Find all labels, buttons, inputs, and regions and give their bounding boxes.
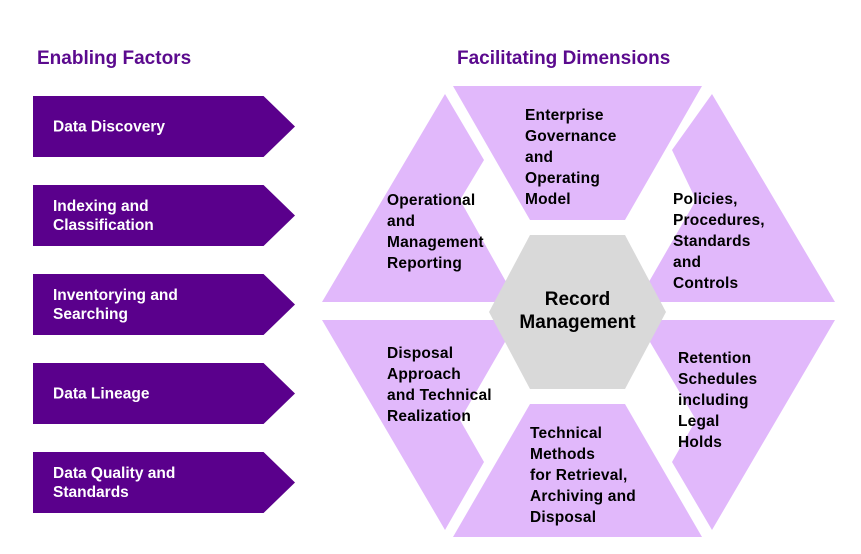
segment-upper-left: [322, 94, 520, 302]
segment-lower-left-label: Disposal Approach and Technical Realizat…: [387, 345, 492, 425]
segment-bottom: [453, 404, 702, 537]
segment-upper-right: [635, 94, 835, 302]
enabling-factor-arrow-quality: Data Quality and Standards: [33, 452, 295, 513]
segment-lower-left: [322, 320, 520, 530]
enabling-factor-label: Inventorying and Searching: [53, 286, 178, 323]
facilitating-dimensions-heading: Facilitating Dimensions: [457, 48, 671, 69]
segment-lower-right-label: Retention Schedules including Legal Hold…: [678, 350, 758, 451]
enabling-factors-heading: Enabling Factors: [37, 48, 192, 69]
segment-upper-right-label: Policies, Procedures, Standards and Cont…: [673, 191, 765, 292]
enabling-factor-arrow-lineage: Data Lineage: [33, 363, 295, 424]
center-hexagon: [489, 235, 666, 389]
enabling-factor-label: Data Discovery: [53, 118, 166, 135]
enabling-factor-arrow-inventorying: Inventorying and Searching: [33, 274, 295, 335]
enabling-factor-label: Data Quality and Standards: [53, 464, 176, 501]
segment-top: [453, 86, 702, 220]
enabling-factor-arrow-indexing: Indexing and Classification: [33, 185, 295, 246]
enabling-factor-label: Data Lineage: [53, 385, 150, 402]
segment-bottom-label: Technical Methods for Retrieval, Archivi…: [530, 425, 636, 526]
segment-lower-right: [635, 320, 835, 530]
segment-top-label: Enterprise Governance and Operating Mode…: [525, 107, 617, 208]
segment-upper-left-label: Operational and Management Reporting: [387, 192, 484, 272]
enabling-factor-arrow-data-discovery: Data Discovery: [33, 96, 295, 157]
center-label: Record Management: [519, 289, 636, 333]
enabling-factor-label: Indexing and Classification: [53, 197, 154, 234]
